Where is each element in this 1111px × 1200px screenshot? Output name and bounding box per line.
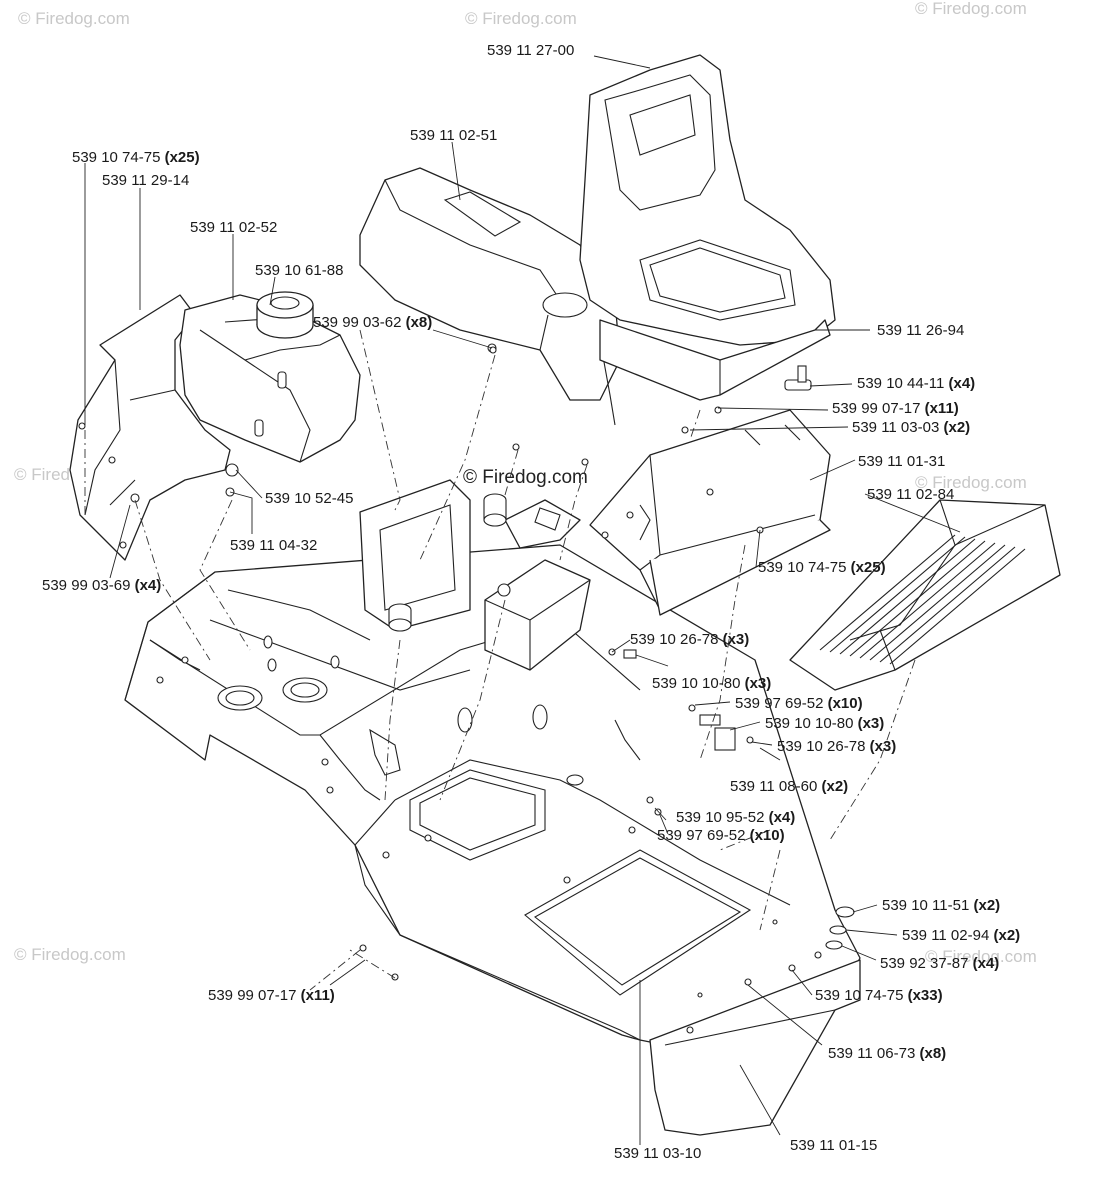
mounting-plate-part	[359, 479, 471, 631]
watermark: © Firedog.com	[18, 9, 130, 28]
footrest-ribs	[819, 534, 1026, 665]
label-nut-switch: 539 97 69-52 (x10)	[735, 695, 863, 712]
leader-lines	[84, 55, 961, 1145]
label-screw-left-top: 539 10 74-75 (x25)	[72, 149, 200, 166]
label-screw-plate: 539 11 06-73 (x8)	[828, 1045, 946, 1062]
label-screw-switch-a: 539 10 10-80 (x3)	[652, 675, 771, 692]
label-seat-pan: 539 11 01-31	[858, 453, 945, 470]
label-fuel-tank: 539 11 02-52	[190, 219, 277, 236]
label-switch-a: 539 10 26-78 (x3)	[630, 631, 749, 648]
battery-box-part	[484, 499, 591, 671]
watermark: © Firedog.com	[14, 945, 126, 964]
label-nut-bottom: 539 99 07-17 (x11)	[208, 987, 335, 1004]
label-seat: 539 11 27-00	[487, 42, 574, 59]
part-labels: 539 11 27-00 539 11 02-51 539 10 74-75 (…	[42, 42, 1020, 1162]
assembly-lines	[84, 329, 916, 991]
watermark: © Firedog.com	[925, 947, 1037, 966]
watermark: © Firedog.com	[915, 0, 1027, 18]
label-nut-seat: 539 99 07-17 (x11)	[832, 400, 959, 417]
footrest-part	[789, 499, 1061, 691]
label-washer-a: 539 10 11-51 (x2)	[882, 897, 1000, 914]
label-grommet: 539 10 52-45	[265, 490, 353, 507]
label-seat-bracket: 539 11 26-94	[877, 322, 964, 339]
small-hardware	[78, 346, 855, 981]
label-nut-console: 539 99 03-62 (x8)	[313, 314, 432, 331]
watermark: © Firedog.com	[465, 9, 577, 28]
label-nut-left: 539 99 03-69 (x4)	[42, 577, 161, 594]
watermark: © Firedog.com	[915, 473, 1027, 492]
label-washer-c: 539 92 37-87 (x4)	[880, 955, 999, 972]
label-screw-right: 539 10 74-75 (x25)	[758, 559, 886, 576]
seat-part	[579, 54, 836, 401]
label-footrest: 539 11 02-84	[867, 486, 954, 503]
label-knob: 539 10 44-11 (x4)	[857, 375, 975, 392]
grommets	[225, 463, 507, 632]
label-fuel-cap: 539 10 61-88	[255, 262, 343, 279]
label-washer-b: 539 11 02-94 (x2)	[902, 927, 1020, 944]
label-nut-center: 539 97 69-52 (x10)	[657, 827, 785, 844]
frame-part	[124, 544, 861, 1136]
fuel-tank-part	[179, 291, 361, 463]
label-left-bracket: 539 11 29-14	[102, 172, 189, 189]
label-clip: 539 10 95-52 (x4)	[676, 809, 795, 826]
label-bolt-seat: 539 11 03-03 (x2)	[852, 419, 970, 436]
watermark-center: © Firedog.com	[463, 467, 588, 488]
label-screw-switch-b: 539 10 10-80 (x3)	[765, 715, 884, 732]
label-fitting: 539 11 04-32	[230, 537, 317, 554]
label-frame: 539 11 03-10	[614, 1145, 701, 1162]
label-switch-b: 539 10 26-78 (x3)	[777, 738, 896, 755]
console-part	[359, 167, 621, 426]
label-screw-bottom: 539 10 74-75 (x33)	[815, 987, 943, 1004]
seat-pan-part	[589, 409, 831, 616]
label-bracket-switch: 539 11 08-60 (x2)	[730, 778, 848, 795]
label-front-plate: 539 11 01-15	[790, 1137, 877, 1154]
label-console: 539 11 02-51	[410, 127, 497, 144]
